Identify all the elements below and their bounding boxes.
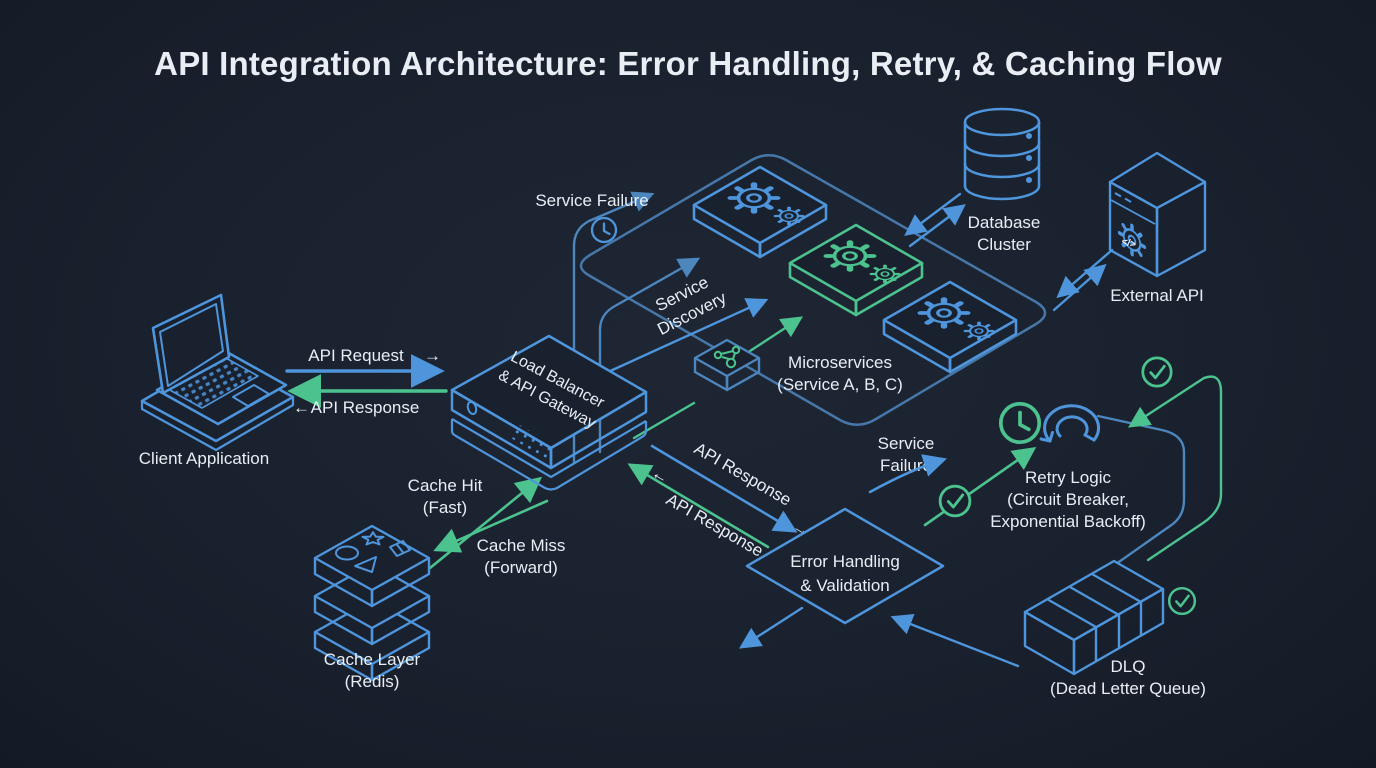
db-to-services-arrow [904, 192, 962, 236]
client-label: Client Application [139, 449, 269, 468]
error-handling-label-2: & Validation [800, 576, 889, 595]
api-cube-icon: </> [1108, 151, 1207, 278]
service-failure-right-label-2: Failure [880, 456, 932, 475]
check-backdrop [939, 485, 971, 517]
cache-hit-arrow [428, 476, 543, 570]
cache-miss-label-2: (Forward) [484, 558, 558, 577]
routing-route [598, 257, 701, 454]
microservices-label-2: (Service A, B, C) [777, 375, 903, 394]
vent-dots [511, 424, 556, 460]
cache-stack-icon [313, 524, 431, 682]
check-backdrop [1141, 356, 1173, 388]
service-failure-top-label: Service Failure [535, 191, 648, 210]
external-api-node: </> External API [1108, 151, 1207, 305]
dlq-node: DLQ (Dead Letter Queue) [1023, 559, 1206, 698]
queue-box-icon [1023, 559, 1165, 676]
retry-label-3: Exponential Backoff) [990, 512, 1146, 531]
microservices-label-1: Microservices [788, 353, 892, 372]
client-node: Client Application [139, 293, 295, 468]
laptop-icon [140, 293, 295, 452]
service-discovery-label: Service Discovery [652, 273, 730, 339]
api-response-blue-arrow [650, 444, 798, 533]
error-handling-node: Error Handling & Validation [745, 507, 945, 625]
api-response-green-arrow [627, 463, 770, 549]
retry-to-dlq-route [1096, 414, 1186, 566]
error-to-retry-arrow [923, 447, 1037, 527]
microservices-platform-outline [579, 154, 1047, 426]
services-to-db-arrow [908, 204, 966, 248]
api-response-label: API Response [311, 398, 420, 417]
dlq-label-1: DLQ [1111, 657, 1146, 676]
external-api-label: External API [1110, 286, 1204, 305]
database-label-2: Cluster [977, 235, 1031, 254]
error-handling-label-1: Error Handling [790, 552, 900, 571]
service-discovery-box [693, 338, 761, 392]
dlq-to-retry-route [1127, 375, 1223, 562]
database-cluster-node: Database Cluster [963, 107, 1041, 254]
dlq-label-2: (Dead Letter Queue) [1050, 679, 1206, 698]
arrow-right-glyph: → [424, 346, 441, 365]
dlq-to-error-arrow [890, 614, 1020, 668]
retry-label-1: Retry Logic [1025, 468, 1111, 487]
cache-miss-arrow [433, 499, 549, 553]
error-reject-arrow [738, 606, 804, 649]
service-failure-route [572, 191, 655, 464]
gateway-node: Load Balancer & API Gateway [450, 334, 648, 491]
services-to-external-arrow [1052, 263, 1107, 312]
service-failure-right-label-1: Service [878, 434, 935, 453]
arrow-left-glyph: ← [648, 463, 672, 488]
external-to-services-arrow [1056, 248, 1114, 299]
network-nodes-icon [713, 345, 741, 369]
api-response-green-label: API Response [663, 490, 767, 561]
gateway-to-services-routes [572, 191, 804, 464]
retry-label-2: (Circuit Breaker, [1007, 490, 1129, 509]
database-label-1: Database [968, 213, 1041, 232]
service-a-tile [692, 165, 828, 259]
diagram-title: API Integration Architecture: Error Hand… [154, 45, 1222, 82]
server-gateway-icon [450, 334, 648, 491]
retry-node: Retry Logic (Circuit Breaker, Exponentia… [990, 401, 1146, 531]
service-failure-curve-arrow [868, 454, 947, 494]
cache-hit-label-2: (Fast) [423, 498, 467, 517]
clock-icon [998, 401, 1042, 445]
cache-hit-label-1: Cache Hit [408, 476, 483, 495]
service-b-tile [788, 223, 924, 317]
cache-label-1: Cache Layer [324, 650, 421, 669]
service-discovery-green-arrow-2 [748, 316, 804, 353]
cache-node: Cache Layer (Redis) [313, 524, 431, 691]
code-glyph: </> [1120, 236, 1137, 250]
service-discovery-green-arrow-1 [632, 401, 696, 440]
cache-miss-label-1: Cache Miss [477, 536, 566, 555]
service-discovery-blue-arrow [606, 298, 769, 374]
service-c-tile [882, 280, 1018, 374]
clock-icon [590, 216, 618, 244]
cache-label-2: (Redis) [345, 672, 400, 691]
api-request-label: API Request [308, 346, 404, 365]
decision-diamond [745, 507, 945, 625]
check-icon [1167, 586, 1197, 616]
retry-loop-icon [1039, 404, 1101, 443]
arrow-left-glyph: ← [293, 398, 310, 417]
database-icon [963, 107, 1041, 201]
